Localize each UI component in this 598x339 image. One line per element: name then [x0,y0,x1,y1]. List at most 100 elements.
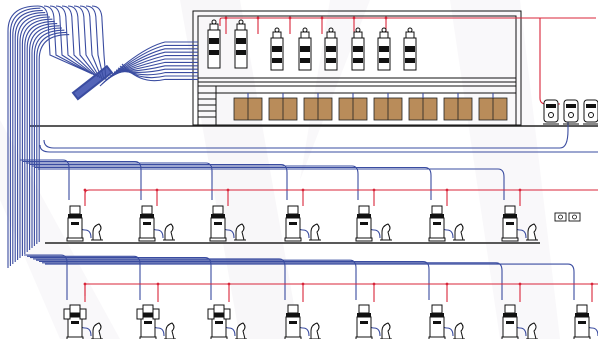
material-junction [384,16,388,20]
hopper-loader-icon [403,27,417,79]
row1-branch-pipe [32,165,359,200]
molding-machine-icon [355,304,373,339]
vacuum-pipe [12,9,43,264]
robot-arm-icon [453,223,465,241]
control-panel-icon [554,212,581,222]
hopper-loader-icon [298,27,312,79]
vacuum-pipe [49,5,93,75]
material-junction [227,282,231,286]
material-junction [83,188,87,192]
vacuum-pipe [38,34,70,242]
vacuum-pipe [14,12,46,262]
storage-bin-icon [408,93,438,121]
vacuum-pump-icon [563,99,579,125]
row2-branch-pipe [33,258,286,300]
material-junction [372,188,376,192]
storage-bin-icon [373,93,403,121]
molding-machine-icon [138,205,156,242]
main-vacuum-line [43,100,569,149]
vacuum-pipe [24,20,55,254]
storage-bin-icon [233,93,263,121]
row2-branch-pipe [36,259,357,300]
material-junction [445,188,449,192]
molding-machine-icon [209,205,227,242]
vacuum-pipe [67,5,99,78]
robot-arm-icon [235,322,247,339]
vacuum-pipe [115,68,198,73]
storage-bins [233,93,508,121]
molding-machine-icon [136,304,160,339]
vacuum-pipe [111,61,198,75]
vacuum-pipe [55,5,95,76]
row1-branch-pipe [38,168,505,200]
molding-machine-icon [355,205,373,242]
mezzanine-building [192,10,522,127]
vacuum-pipe [101,44,198,85]
molding-machine-icon [428,205,446,242]
storage-bin-icon [338,93,368,121]
hopper-loader-icon [377,27,391,79]
hopper-loader-icon [270,27,284,79]
molding-machine-icon [501,205,519,242]
vacuum-pipe [26,23,58,252]
row2-branch-pipe [45,263,575,300]
vacuum-pumps [543,99,598,125]
material-junction [256,16,260,20]
vacuum-pipe [113,65,198,73]
robot-arm-icon [91,223,103,241]
vacuum-pipe [37,5,89,73]
vacuum-pipe [21,18,53,256]
vacuum-pipe [121,63,198,82]
vacuum-pump-icon [583,99,598,125]
vacuum-pipe [43,5,91,74]
material-junction [352,16,356,20]
material-junction [301,188,305,192]
robot-arm-icon [164,322,176,339]
row1-stations [66,205,538,242]
vacuum-pipe [85,5,105,81]
material-junction [320,16,324,20]
vacuum-pipe [91,5,107,82]
material-junction [518,282,522,286]
vacuum-pipe [29,25,60,250]
robot-arm-icon [380,322,392,339]
robot-arm-icon [309,322,321,339]
vacuum-pipe-bundle [7,5,598,337]
material-line-pumps [539,18,560,105]
storage-bin-icon [268,93,298,121]
vacuum-pipe [7,5,39,268]
vacuum-pump-icon [543,99,559,125]
main-vacuum-line [39,144,598,153]
vacuum-pipe [109,58,198,77]
molding-machine-icon [428,304,446,339]
molding-machine-icon [63,304,87,339]
stairs [198,86,217,125]
vacuum-pipe [17,14,48,260]
hopper-loader-icon [351,27,365,79]
material-junction [155,188,159,192]
robot-arm-icon [309,223,321,241]
material-junction [288,16,292,20]
molding-machine-icon [284,304,302,339]
row2-stations [63,304,591,339]
robot-arm-icon [163,223,175,241]
molding-machine-icon [207,304,231,339]
material-junction [590,282,594,286]
material-junction [445,282,449,286]
molding-machine-icon [573,304,591,339]
row2-branch-pipe [42,262,503,300]
molding-machine-icon [284,205,302,242]
vacuum-pipe [19,16,51,258]
vacuum-pipe [73,5,101,79]
row2-branch-pipe [39,260,430,300]
vacuum-pipe [33,29,65,246]
robot-arm-icon [526,223,538,241]
vacuum-pipe [31,27,63,248]
robot-arm-icon [380,223,392,241]
storage-bin-icon [303,93,333,121]
vacuum-pipe [119,65,198,79]
material-junction [372,282,376,286]
vacuum-pipe [79,5,103,80]
hopper-loader-icon [234,19,248,79]
